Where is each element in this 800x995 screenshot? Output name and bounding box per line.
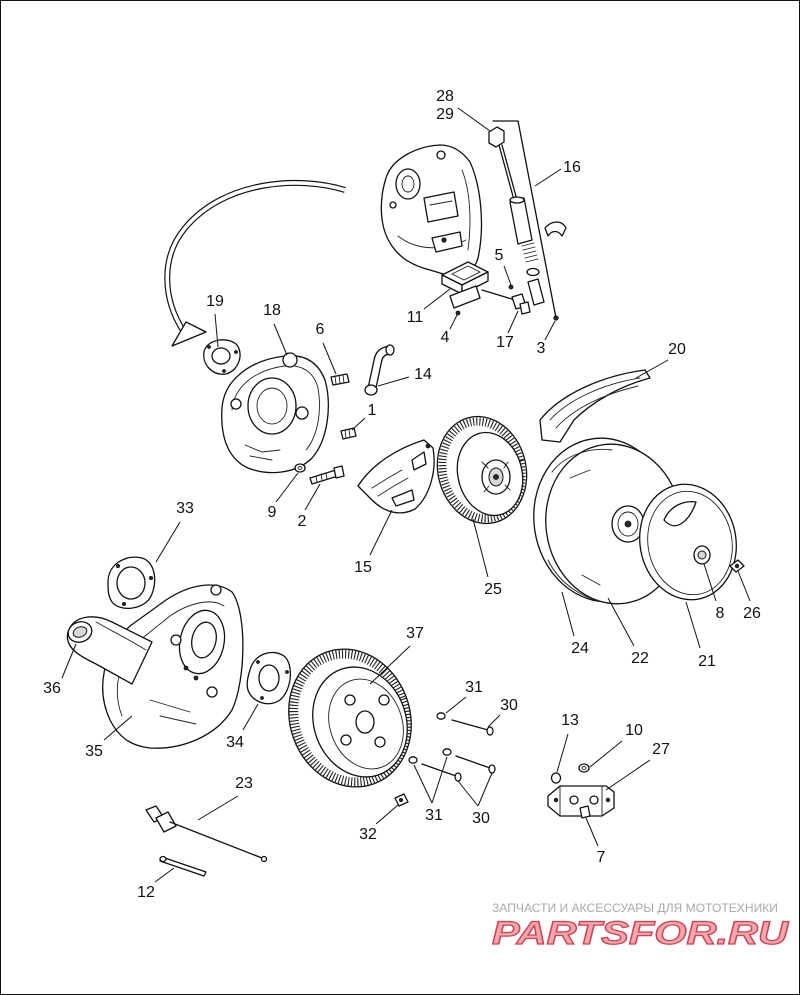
- tube-36: [66, 616, 153, 685]
- callout-8: 8: [716, 605, 725, 622]
- gasket-34: [246, 651, 291, 705]
- backplate-18: [221, 352, 329, 474]
- callout-28: 28: [436, 88, 454, 105]
- callout-5: 5: [495, 247, 504, 264]
- upper-housing: [380, 144, 483, 278]
- part-5: [508, 284, 514, 290]
- bracket-11: [441, 261, 489, 316]
- watermark-logo: PARTSFOR.RU: [492, 915, 789, 951]
- watermark: ЗАПЧАСТИ И АКСЕССУАРЫ ДЛЯ МОТОТЕХНИКИ PA…: [491, 901, 789, 952]
- callout-2: 2: [298, 513, 307, 530]
- callout-36: 36: [43, 680, 61, 697]
- callouts: 28 29 16 5 11 4 17 3 19 18 6 14 1 9 2 15…: [43, 88, 761, 901]
- callout-1: 1: [368, 402, 377, 419]
- callout-21: 21: [698, 653, 716, 670]
- watermark-caption: ЗАПЧАСТИ И АКСЕССУАРЫ ДЛЯ МОТОТЕХНИКИ: [492, 901, 778, 915]
- bolt: [481, 289, 516, 301]
- callout-31-upper: 31: [465, 679, 483, 696]
- trim-20: [539, 369, 651, 443]
- callout-24: 24: [571, 640, 589, 657]
- callout-27: 27: [652, 741, 670, 758]
- breather-assembly: [481, 120, 567, 321]
- screw-30-upper: [486, 726, 494, 736]
- screw-1: [340, 427, 357, 440]
- callout-26: 26: [743, 605, 761, 622]
- gasket-33: [107, 556, 156, 609]
- callout-23: 23: [235, 775, 253, 792]
- callout-15: 15: [354, 559, 372, 576]
- filter-element-25: [436, 415, 528, 525]
- callout-18: 18: [263, 302, 281, 319]
- pin-12: [159, 855, 207, 877]
- callout-17: 17: [496, 334, 514, 351]
- callout-3: 3: [537, 340, 546, 357]
- connector-28-29: [488, 126, 505, 148]
- callout-20: 20: [668, 341, 686, 358]
- screw-4: [455, 310, 461, 316]
- screw-26: [729, 559, 745, 573]
- callout-13: 13: [561, 712, 579, 729]
- washer-9: [294, 463, 306, 473]
- callout-22: 22: [631, 650, 649, 667]
- o-ring: [526, 267, 540, 277]
- nut-10: [578, 763, 590, 773]
- callout-16: 16: [563, 159, 581, 176]
- clip: [544, 221, 567, 237]
- callout-19: 19: [206, 293, 224, 310]
- shield-15: [357, 439, 435, 514]
- callout-33: 33: [176, 500, 194, 517]
- part-3: [553, 315, 559, 321]
- callout-35: 35: [85, 743, 103, 760]
- callout-30-lower: 30: [472, 810, 490, 827]
- callout-9: 9: [268, 504, 277, 521]
- callout-32: 32: [359, 826, 377, 843]
- callout-29: 29: [436, 106, 454, 123]
- breather-tube-14: [364, 344, 395, 396]
- callout-11: 11: [407, 309, 424, 326]
- callout-4: 4: [441, 329, 450, 346]
- nut-13: [550, 772, 562, 784]
- screw-6: [330, 373, 350, 386]
- callout-12: 12: [137, 884, 155, 901]
- cover-insert-21: [639, 483, 737, 601]
- rod-23: [145, 805, 268, 863]
- callout-7: 7: [597, 849, 606, 866]
- screw-7: [579, 805, 591, 819]
- backplate-35: [102, 584, 244, 749]
- callout-25: 25: [484, 581, 502, 598]
- gasket-19: [203, 339, 241, 375]
- bracket-27: [547, 785, 615, 817]
- screw-set-lower: [408, 748, 496, 782]
- callout-30-upper: 30: [500, 697, 518, 714]
- filter-37: [288, 648, 412, 788]
- screw-2: [309, 465, 345, 485]
- callout-37: 37: [406, 625, 424, 642]
- direction-arrow: [164, 180, 346, 347]
- bolt-32: [394, 793, 409, 807]
- grommet-8: [697, 550, 707, 560]
- callout-14: 14: [414, 366, 432, 383]
- washer-31-upper: [436, 712, 446, 720]
- callout-34: 34: [226, 734, 244, 751]
- callout-31-lower: 31: [425, 807, 443, 824]
- screw-set-upper: [436, 712, 494, 736]
- leader-lines: [61, 107, 751, 883]
- callout-6: 6: [316, 321, 325, 338]
- callout-10: 10: [625, 722, 643, 739]
